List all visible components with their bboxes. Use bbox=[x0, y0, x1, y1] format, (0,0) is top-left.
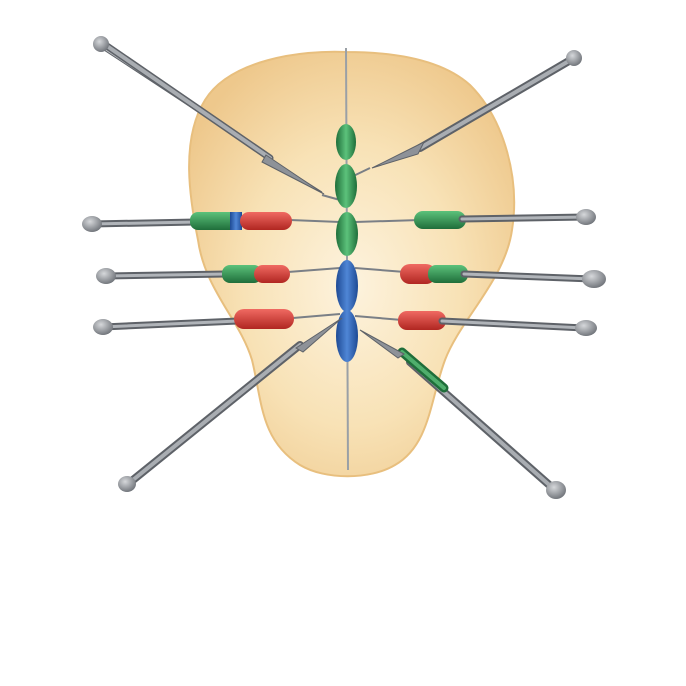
suture-segment-icon bbox=[190, 212, 238, 230]
surgical-needle-icon bbox=[93, 319, 113, 335]
needle-top-right bbox=[371, 50, 582, 169]
needle-bottom-left bbox=[118, 317, 343, 492]
surgical-needle-icon bbox=[93, 36, 109, 52]
needle-left-row-3 bbox=[93, 309, 294, 335]
needle-right-row-3 bbox=[398, 311, 597, 336]
suture-segment-icon bbox=[336, 310, 358, 362]
suture-segment-icon bbox=[414, 211, 466, 229]
incision-line bbox=[345, 47, 349, 471]
suture-segment-icon bbox=[336, 260, 358, 312]
suture-segment-icon bbox=[336, 212, 358, 256]
suture-segment-icon bbox=[240, 212, 292, 230]
suture-segment-icon bbox=[428, 265, 468, 283]
surgical-needle-icon bbox=[82, 216, 102, 232]
surgical-needle-icon bbox=[96, 268, 116, 284]
suture-threads bbox=[287, 167, 421, 321]
needle-bottom-right bbox=[359, 329, 566, 499]
suture-segment-icon bbox=[254, 265, 290, 283]
needle-right-row-1 bbox=[414, 209, 596, 229]
needle-left-row-2 bbox=[96, 265, 290, 284]
surgical-needle-icon bbox=[546, 481, 566, 499]
needle-left-row-1 bbox=[82, 212, 292, 232]
needle-right-row-2 bbox=[400, 264, 606, 288]
surgical-needle-icon bbox=[575, 320, 597, 336]
suture-segment-icon bbox=[398, 311, 446, 330]
surgical-needle-icon bbox=[566, 50, 582, 66]
suture-segment-icon bbox=[336, 124, 356, 160]
surgical-needle-icon bbox=[576, 209, 596, 225]
central-suture-chain bbox=[335, 124, 358, 362]
needle-top-left bbox=[93, 36, 325, 195]
surgical-needle-icon bbox=[582, 270, 606, 288]
surgical-needle-icon bbox=[118, 476, 136, 492]
suture-segment-icon bbox=[234, 309, 294, 329]
suture-segment-icon bbox=[222, 265, 262, 283]
suture-segment-icon bbox=[335, 164, 357, 208]
suture-segment-icon bbox=[400, 264, 436, 284]
